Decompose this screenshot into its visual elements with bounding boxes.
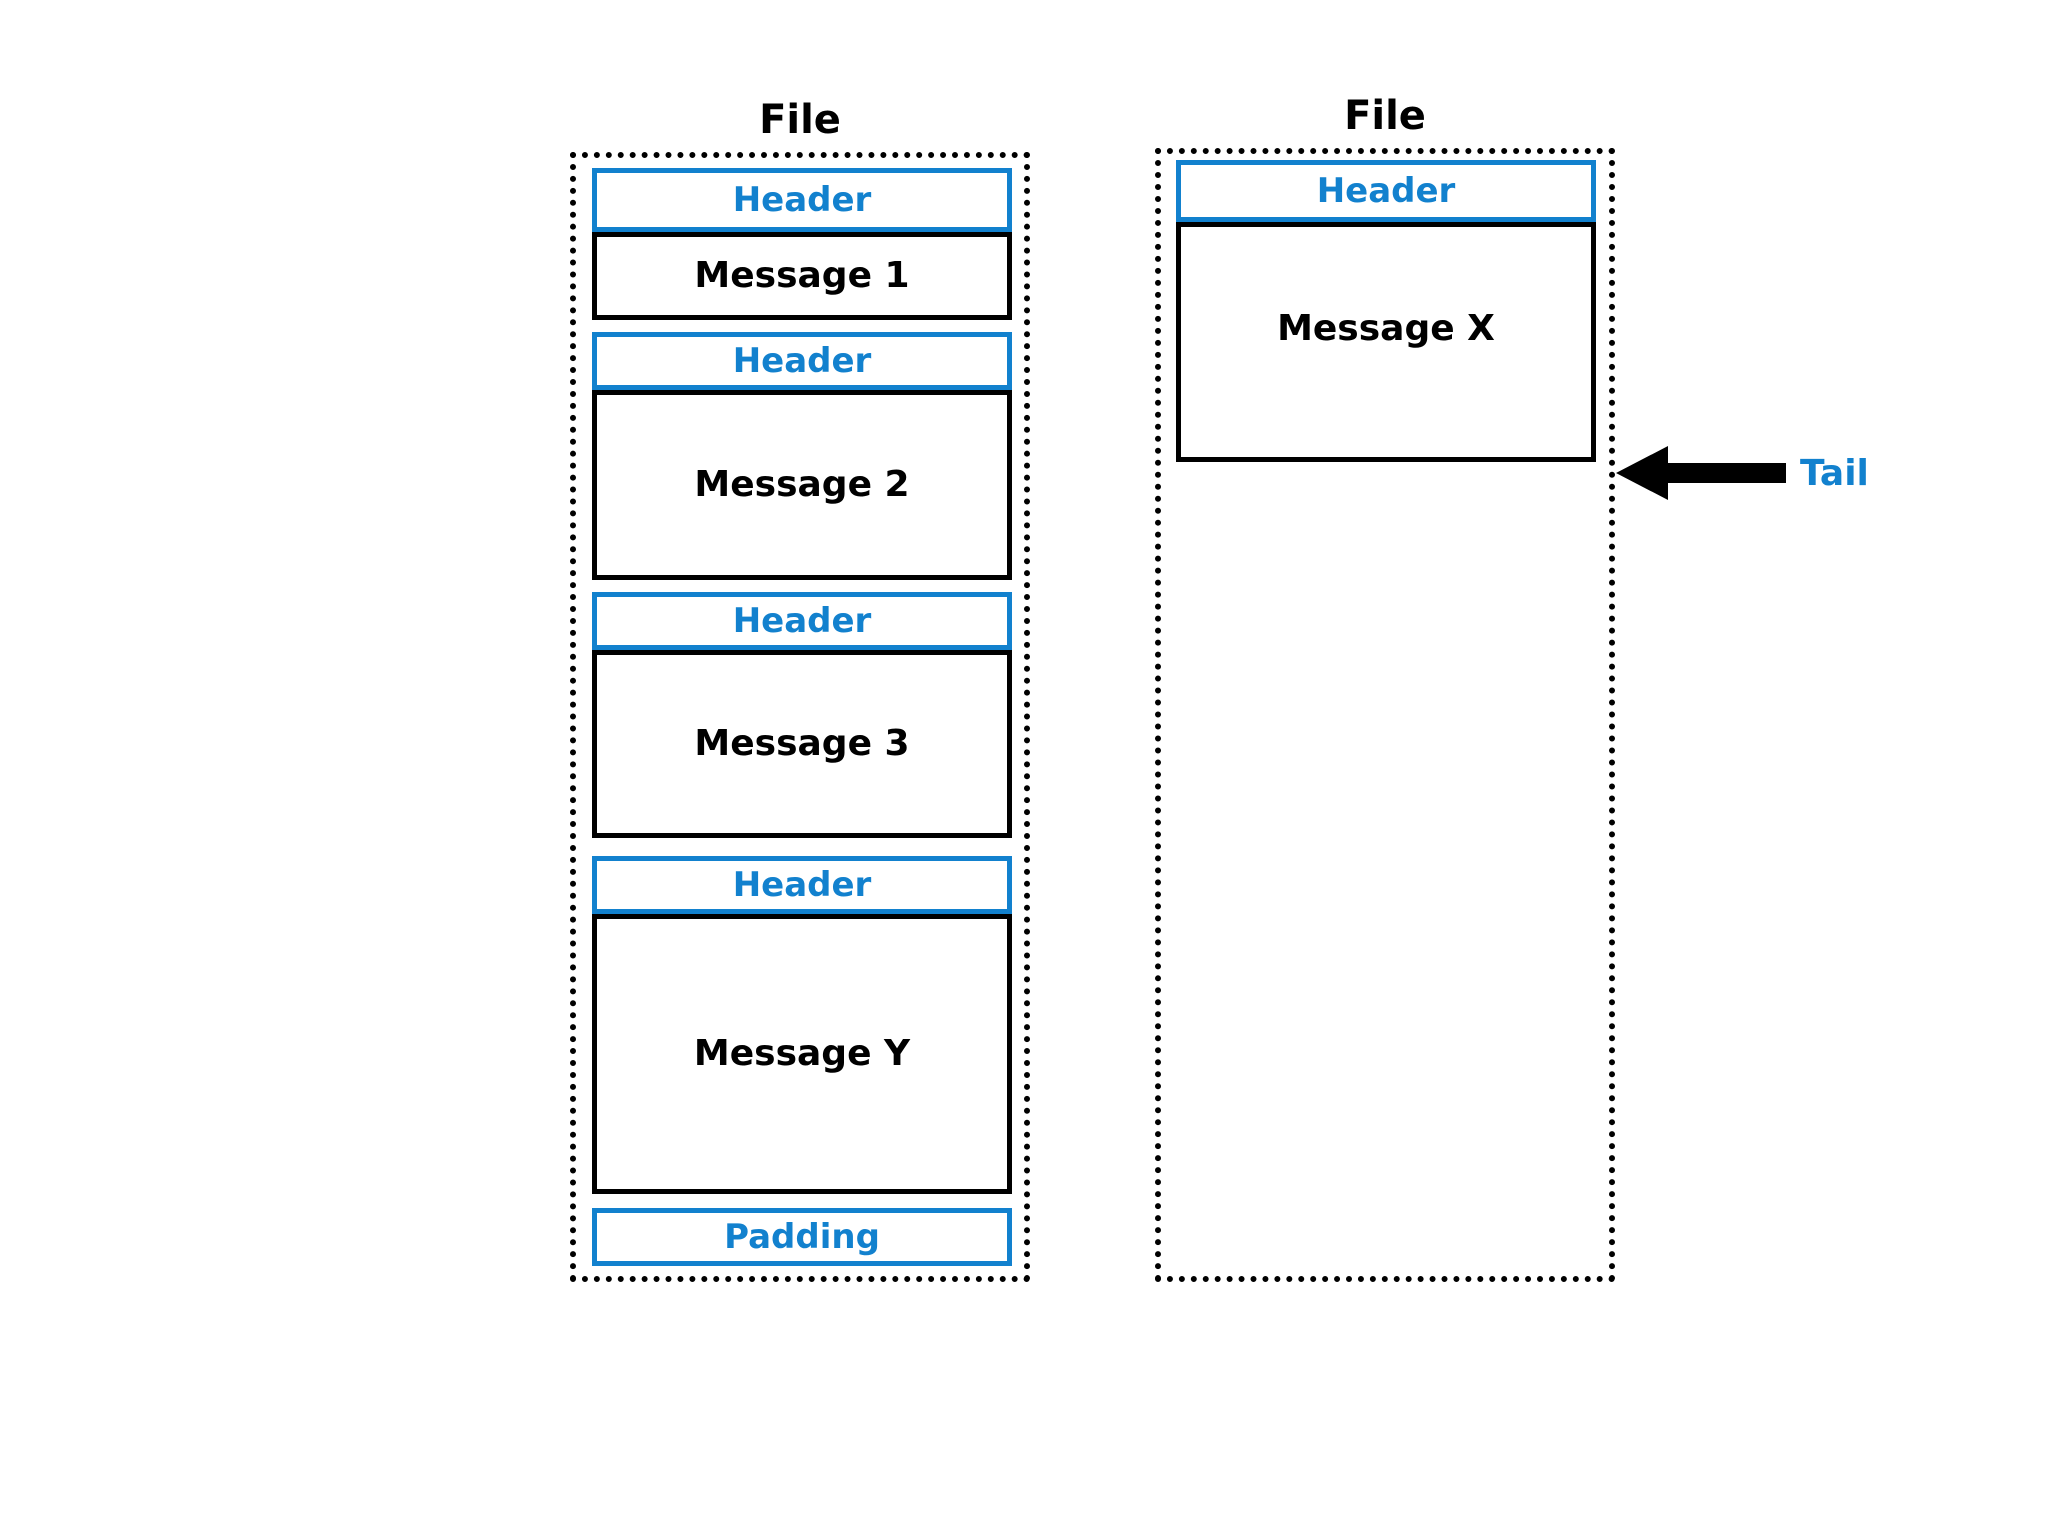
file-title-right: File [1344, 93, 1426, 139]
tail-arrow-icon [1616, 446, 1806, 500]
segment-label: Message 1 [694, 255, 910, 296]
segment-label: Message 3 [694, 723, 910, 764]
segment-label: Message Y [693, 1033, 911, 1074]
segment-label: Header [732, 601, 872, 641]
segment-message-1: Message 1 [592, 232, 1012, 320]
segment-message-3: Message 3 [592, 650, 1012, 838]
segment-header-4: Header [592, 856, 1012, 914]
segment-label: Message 2 [694, 464, 910, 505]
segment-header-x: Header [1176, 160, 1596, 222]
segment-label: Padding [724, 1217, 880, 1257]
segment-message-y: Message Y [592, 914, 1012, 1194]
segment-label: Header [732, 180, 872, 220]
tail-label: Tail [1800, 453, 1869, 494]
segment-label: Header [732, 865, 872, 905]
segment-header-1: Header [592, 168, 1012, 232]
segment-message-2: Message 2 [592, 390, 1012, 580]
segment-header-2: Header [592, 332, 1012, 390]
segment-message-x: Message X [1176, 222, 1596, 462]
segment-label: Header [1316, 171, 1456, 211]
segment-padding: Padding [592, 1208, 1012, 1266]
segment-label: Message X [1277, 308, 1495, 349]
segment-header-3: Header [592, 592, 1012, 650]
segment-label: Header [732, 341, 872, 381]
file-title-left: File [759, 97, 841, 143]
